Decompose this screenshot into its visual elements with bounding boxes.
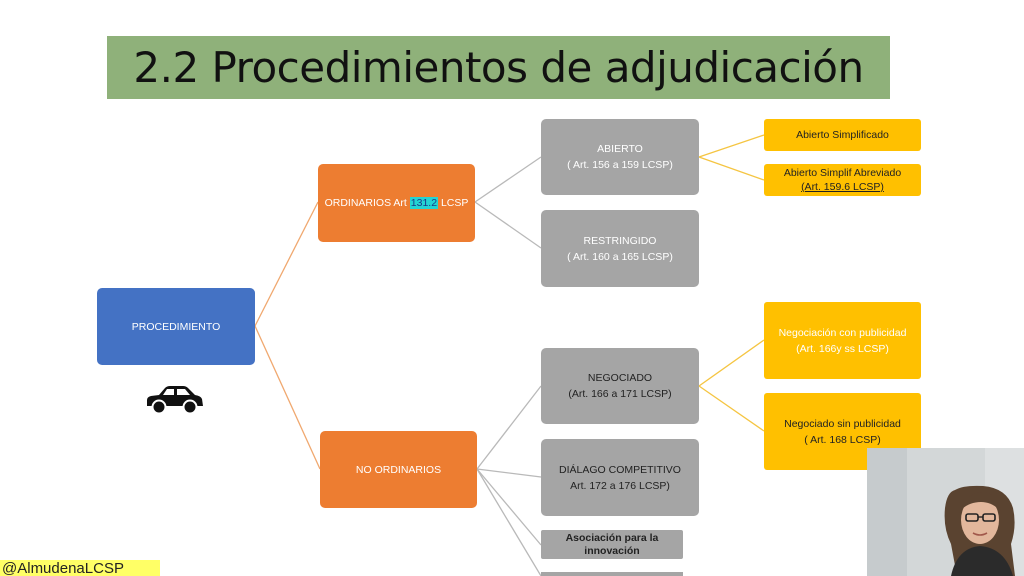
node-procedimiento: PROCEDIMIENTO bbox=[97, 288, 255, 365]
node-abierto: ABIERTO ( Art. 156 a 159 LCSP) bbox=[541, 119, 699, 195]
node-abierto-title: ABIERTO bbox=[597, 143, 643, 155]
node-sin-publicidad-article: ( Art. 168 LCSP) bbox=[804, 433, 881, 446]
title-banner: 2.2 Procedimientos de adjudicación bbox=[107, 36, 890, 99]
ordinarios-suffix: LCSP bbox=[438, 197, 469, 209]
connector-negociado-sin-publicidad bbox=[698, 385, 765, 432]
connector-root-no-ordinarios bbox=[254, 325, 321, 470]
presenter-figure-icon bbox=[867, 448, 1024, 576]
node-negociado-sin-publicidad: Negociado sin publicidad ( Art. 168 LCSP… bbox=[764, 393, 921, 470]
node-offscreen-partial bbox=[541, 572, 683, 576]
node-procedimiento-label: PROCEDIMIENTO bbox=[131, 320, 221, 333]
connector-no-ordinarios-negociado bbox=[476, 385, 542, 470]
node-negociado-title: NEGOCIADO bbox=[587, 372, 653, 384]
car-icon bbox=[147, 386, 203, 415]
node-ordinarios: ORDINARIOS Art 131.2 LCSP bbox=[318, 164, 475, 242]
node-asociacion-line2: innovación bbox=[584, 544, 640, 557]
node-abreviado-title: Abierto Simplif Abreviado bbox=[783, 167, 902, 179]
connector-no-ordinarios-asociacion bbox=[476, 468, 542, 546]
node-no-ordinarios: NO ORDINARIOS bbox=[320, 431, 477, 508]
node-con-publicidad-title: Negociación con publicidad bbox=[778, 326, 907, 339]
node-restringido-article: ( Art. 160 a 165 LCSP) bbox=[567, 250, 673, 263]
connector-abierto-abreviado bbox=[698, 156, 765, 181]
connector-negociado-con-publicidad bbox=[698, 339, 765, 387]
node-negociado: NEGOCIADO (Art. 166 a 171 LCSP) bbox=[541, 348, 699, 424]
node-asociacion-line1: Asociación para la bbox=[565, 531, 659, 544]
connector-no-ordinarios-offscreen bbox=[476, 468, 542, 576]
page-title: 2.2 Procedimientos de adjudicación bbox=[133, 43, 864, 92]
node-con-publicidad-article: (Art. 166y ss LCSP) bbox=[796, 342, 889, 355]
node-asociacion-innovacion: Asociación para la innovación bbox=[541, 530, 683, 559]
node-negociado-article: (Art. 166 a 171 LCSP) bbox=[568, 388, 672, 400]
webcam-presenter bbox=[867, 448, 1024, 576]
connector-no-ordinarios-dialogo bbox=[476, 468, 542, 478]
node-abreviado-article: (Art. 159.6 LCSP) bbox=[801, 181, 884, 193]
node-restringido-title: RESTRINGIDO bbox=[583, 234, 657, 247]
node-sin-publicidad-title: Negociado sin publicidad bbox=[784, 417, 901, 430]
connector-root-ordinarios bbox=[254, 201, 319, 327]
node-dialogo-title: DIÁLAGO COMPETITIVO bbox=[559, 463, 681, 476]
node-abierto-simplificado-label: Abierto Simplificado bbox=[796, 129, 889, 141]
node-abierto-article: ( Art. 156 a 159 LCSP) bbox=[567, 159, 673, 171]
social-handle-label: @AlmudenaLCSP bbox=[0, 560, 160, 576]
node-no-ordinarios-label: NO ORDINARIOS bbox=[355, 463, 442, 476]
node-restringido: RESTRINGIDO ( Art. 160 a 165 LCSP) bbox=[541, 210, 699, 287]
node-ordinarios-label: ORDINARIOS Art 131.2 LCSP bbox=[324, 195, 469, 211]
connector-ordinarios-abierto bbox=[474, 156, 542, 203]
connector-abierto-simplificado bbox=[698, 134, 765, 158]
node-negociacion-con-publicidad: Negociación con publicidad (Art. 166y ss… bbox=[764, 302, 921, 379]
ordinarios-text: ORDINARIOS Art bbox=[324, 197, 410, 209]
connector-ordinarios-restringido bbox=[474, 201, 542, 249]
node-abierto-simplif-abreviado: Abierto Simplif Abreviado (Art. 159.6 LC… bbox=[764, 164, 921, 196]
node-dialogo-competitivo: DIÁLAGO COMPETITIVO Art. 172 a 176 LCSP) bbox=[541, 439, 699, 516]
highlighted-article: 131.2 bbox=[409, 197, 439, 209]
node-dialogo-article: Art. 172 a 176 LCSP) bbox=[570, 479, 670, 492]
node-abierto-simplificado: Abierto Simplificado bbox=[764, 119, 921, 151]
